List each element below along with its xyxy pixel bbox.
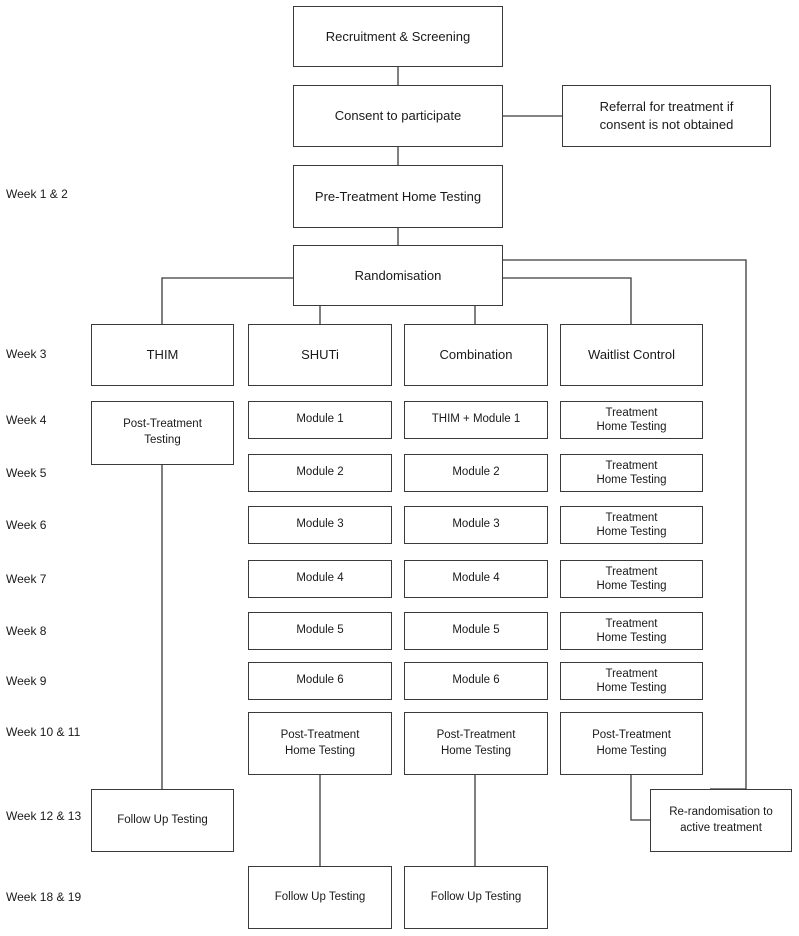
combination-followup-label: Follow Up Testing (430, 890, 522, 903)
referral-label-line1: Referral for treatment if (599, 99, 734, 115)
arm-waitlist-title: Waitlist Control (588, 347, 675, 363)
combination-module-1-label: THIM + Module 1 (431, 413, 521, 426)
waitlist-treatment-line2: Home Testing (596, 632, 667, 644)
waitlist-treatment-line2: Home Testing (596, 474, 667, 486)
shuti-followup-box: Follow Up Testing (248, 866, 392, 929)
waitlist-treatment-line1: Treatment (605, 459, 658, 472)
week-label-5: Week 5 (6, 466, 47, 480)
thim-post-testing-box: Post-Treatment Testing (91, 401, 234, 465)
rerandomisation-box: Re-randomisation to active treatment (650, 789, 792, 852)
line-random-thim (161, 277, 293, 324)
shuti-module-1-label: Module 1 (296, 413, 344, 426)
combination-module-5-box: Module 5 (404, 612, 548, 650)
recruitment-label: Recruitment & Screening (325, 28, 471, 44)
shuti-module-5-label: Module 5 (296, 624, 344, 637)
referral-label-line2: consent is not obtained (599, 117, 734, 132)
combination-module-4-label: Module 4 (452, 572, 500, 585)
week-label-9: Week 9 (6, 674, 47, 688)
waitlist-treatment-line1: Treatment (605, 617, 658, 630)
waitlist-post-testing-box: Post-Treatment Home Testing (560, 712, 703, 775)
combination-module-6-label: Module 6 (452, 674, 500, 687)
week-label-3: Week 3 (6, 347, 47, 361)
combination-module-1-box: THIM + Module 1 (404, 401, 548, 439)
arm-shuti-box: SHUTi (248, 324, 392, 386)
combination-module-3-box: Module 3 (404, 506, 548, 544)
arm-thim-title: THIM (146, 347, 179, 363)
shuti-post-line2: Home Testing (284, 744, 356, 757)
waitlist-treatment-line1: Treatment (605, 565, 658, 578)
arm-waitlist-box: Waitlist Control (560, 324, 703, 386)
pretest-box: Pre-Treatment Home Testing (293, 165, 503, 228)
waitlist-treatment-line1: Treatment (605, 667, 658, 680)
shuti-module-4-box: Module 4 (248, 560, 392, 598)
week-label-10-11: Week 10 & 11 (6, 725, 81, 739)
arm-shuti-title: SHUTi (301, 347, 339, 363)
shuti-module-1-box: Module 1 (248, 401, 392, 439)
combination-module-4-box: Module 4 (404, 560, 548, 598)
waitlist-treatment-testing-box-2: Treatment Home Testing (560, 454, 703, 492)
line-waitlist-rerand (630, 775, 650, 821)
waitlist-treatment-line2: Home Testing (596, 421, 667, 433)
rerand-line2: active treatment (680, 821, 762, 834)
thim-post-line2: Testing (144, 434, 181, 446)
combination-module-3-label: Module 3 (452, 518, 500, 531)
thim-post-line1: Post-Treatment (123, 418, 202, 431)
shuti-module-5-box: Module 5 (248, 612, 392, 650)
week-label-8: Week 8 (6, 624, 47, 638)
thim-followup-label: Follow Up Testing (117, 813, 208, 826)
combination-post-line1: Post-Treatment (436, 728, 516, 741)
consent-box: Consent to participate (293, 85, 503, 147)
combination-module-5-label: Module 5 (452, 624, 500, 637)
shuti-followup-label: Follow Up Testing (274, 890, 366, 903)
referral-box: Referral for treatment if consent is not… (562, 85, 771, 147)
combination-followup-box: Follow Up Testing (404, 866, 548, 929)
waitlist-treatment-testing-box-3: Treatment Home Testing (560, 506, 703, 544)
week-label-7: Week 7 (6, 572, 47, 586)
shuti-post-testing-box: Post-Treatment Home Testing (248, 712, 392, 775)
recruitment-box: Recruitment & Screening (293, 6, 503, 67)
shuti-module-3-box: Module 3 (248, 506, 392, 544)
randomisation-label: Randomisation (354, 267, 442, 283)
week-label-4: Week 4 (6, 413, 47, 427)
week-label-1-2: Week 1 & 2 (6, 187, 68, 201)
week-label-6: Week 6 (6, 518, 47, 532)
waitlist-treatment-testing-box-4: Treatment Home Testing (560, 560, 703, 598)
shuti-module-2-box: Module 2 (248, 454, 392, 492)
combination-module-6-box: Module 6 (404, 662, 548, 700)
randomisation-box: Randomisation (293, 245, 503, 306)
week-label-12-13: Week 12 & 13 (6, 809, 82, 823)
arm-combination-title: Combination (439, 347, 513, 363)
arm-combination-box: Combination (404, 324, 548, 386)
waitlist-treatment-line2: Home Testing (596, 682, 667, 694)
line-random-waitlist (503, 277, 632, 324)
waitlist-treatment-line1: Treatment (605, 406, 658, 419)
shuti-module-6-label: Module 6 (296, 674, 344, 687)
shuti-module-3-label: Module 3 (296, 518, 344, 531)
week-label-18-19: Week 18 & 19 (6, 890, 82, 904)
consent-label: Consent to participate (334, 108, 462, 124)
waitlist-treatment-line2: Home Testing (596, 526, 667, 538)
combination-module-2-label: Module 2 (452, 466, 500, 479)
waitlist-treatment-testing-box-5: Treatment Home Testing (560, 612, 703, 650)
shuti-module-4-label: Module 4 (296, 572, 344, 585)
waitlist-treatment-testing-box-1: Treatment Home Testing (560, 401, 703, 439)
shuti-post-line1: Post-Treatment (280, 728, 360, 741)
combination-post-line2: Home Testing (440, 744, 512, 757)
waitlist-treatment-testing-box-6: Treatment Home Testing (560, 662, 703, 700)
waitlist-treatment-line1: Treatment (605, 511, 658, 524)
thim-followup-box: Follow Up Testing (91, 789, 234, 852)
shuti-module-6-box: Module 6 (248, 662, 392, 700)
shuti-module-2-label: Module 2 (296, 466, 344, 479)
waitlist-post-line1: Post-Treatment (592, 728, 671, 741)
waitlist-post-line2: Home Testing (596, 744, 667, 757)
arm-thim-box: THIM (91, 324, 234, 386)
rerand-line1: Re-randomisation to (669, 805, 773, 818)
combination-post-testing-box: Post-Treatment Home Testing (404, 712, 548, 775)
pretest-label: Pre-Treatment Home Testing (314, 188, 482, 204)
waitlist-treatment-line2: Home Testing (596, 580, 667, 592)
combination-module-2-box: Module 2 (404, 454, 548, 492)
